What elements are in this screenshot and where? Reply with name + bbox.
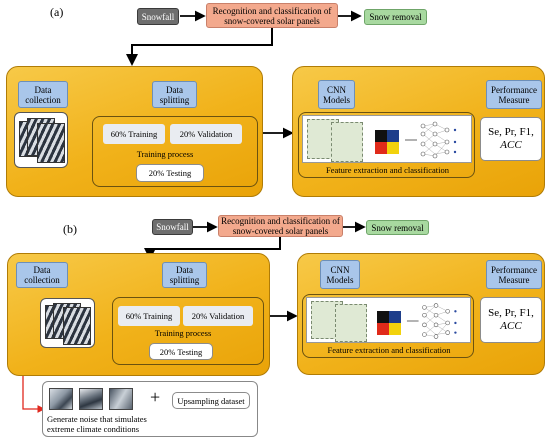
training-process-label-b: Training process <box>154 328 212 338</box>
performance-measure-box-a: Performance Measure <box>486 80 542 109</box>
noise-sample-image-2 <box>79 388 103 410</box>
noise-augmentation-box <box>42 381 258 437</box>
feature-caption-b: Feature extraction and classification <box>327 345 451 355</box>
snowfall-box-b: Snowfall <box>152 219 193 235</box>
noise-caption: Generate noise that simulates extreme cl… <box>47 414 147 434</box>
cnn-models-box-a: CNN Models <box>318 80 355 109</box>
cnn-models-box-b: CNN Models <box>320 260 360 289</box>
split-container-b <box>112 297 264 365</box>
performance-measure-box-b: Performance Measure <box>486 260 542 289</box>
metrics-line2-a: ACC <box>500 139 522 151</box>
metrics-box-b: Se, Pr, F1, ACC <box>480 297 542 343</box>
snow-removal-box-a: Snow removal <box>364 9 427 25</box>
plus-sign: + <box>150 387 161 407</box>
solar-image-stack-a <box>14 112 68 168</box>
feature-extraction-container-a: Feature extraction and classification <box>298 112 475 178</box>
recognition-box-a: Recognition and classification of snow-c… <box>206 3 338 28</box>
arrow-recognition-down-a <box>126 28 273 66</box>
data-splitting-box-a: Data splitting <box>152 81 197 108</box>
data-collection-box-a: Data collection <box>18 81 68 108</box>
panel-b-label: (b) <box>63 222 77 236</box>
panel-a-label: (a) <box>50 5 64 19</box>
recognition-box-b: Recognition and classification of snow-c… <box>218 215 343 237</box>
testing-split-b: 20% Testing <box>149 343 213 360</box>
feature-extraction-container-b: Feature extraction and classification <box>302 294 474 358</box>
feature-caption-a: Feature extraction and classification <box>326 165 449 175</box>
solar-image-stack-b <box>40 298 95 348</box>
data-collection-box-b: Data collection <box>16 262 68 288</box>
validation-split-a: 20% Validation <box>170 124 242 144</box>
testing-split-a: 20% Testing <box>136 164 204 182</box>
metrics-line2-b: ACC <box>500 320 522 332</box>
training-split-b: 60% Training <box>118 306 180 326</box>
cnn-architecture-image-a <box>302 115 472 163</box>
noise-sample-image-3 <box>109 388 133 410</box>
metrics-line1-b: Se, Pr, F1, <box>488 307 534 319</box>
snowfall-box-a: Snowfall <box>137 8 179 25</box>
split-container-a <box>92 116 258 187</box>
training-process-label-a: Training process <box>136 149 194 159</box>
snow-removal-box-b: Snow removal <box>366 220 429 235</box>
metrics-line1-a: Se, Pr, F1, <box>488 126 534 138</box>
training-split-a: 60% Training <box>103 124 165 144</box>
data-splitting-box-b: Data splitting <box>162 262 207 288</box>
metrics-box-a: Se, Pr, F1, ACC <box>480 117 542 161</box>
upsampling-dataset-box: Upsampling dataset <box>172 392 250 409</box>
noise-sample-image-1 <box>49 388 73 410</box>
validation-split-b: 20% Validation <box>183 306 253 326</box>
cnn-architecture-image-b <box>306 297 471 343</box>
